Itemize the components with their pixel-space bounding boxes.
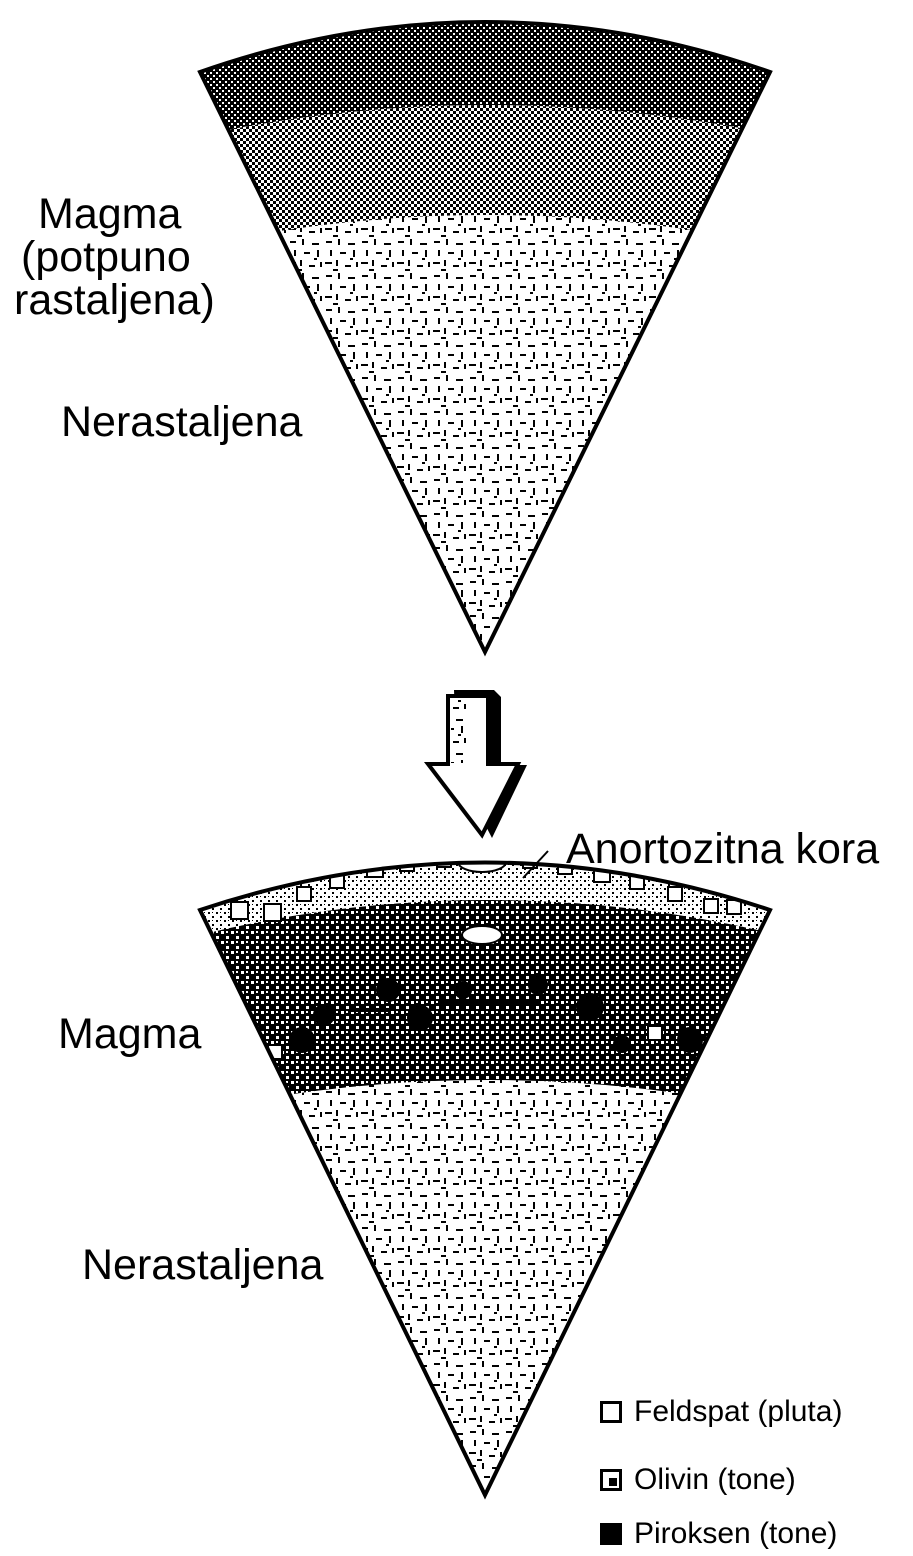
top-wedge xyxy=(180,0,800,660)
label-crust: Anortozitna kora xyxy=(566,828,879,871)
legend-item-feldspat: Feldspat (pluta) xyxy=(600,1397,842,1427)
legend-item-olivin: Olivin (tone) xyxy=(600,1465,796,1495)
label-bottom-unmelted: Nerastaljena xyxy=(82,1244,323,1287)
down-arrow-texture xyxy=(451,700,467,763)
dotted-square-icon xyxy=(600,1469,622,1491)
filled-square-icon xyxy=(600,1523,622,1545)
label-top-magma-1: Magma xyxy=(38,193,181,236)
legend-label: Olivin (tone) xyxy=(634,1465,796,1495)
legend-label: Piroksen (tone) xyxy=(634,1519,837,1549)
down-arrow xyxy=(428,690,527,838)
hollow-square-icon xyxy=(600,1401,622,1423)
label-top-magma-3: rastaljena) xyxy=(14,279,215,322)
label-top-magma-2: (potpuno xyxy=(21,236,191,279)
down-arrow-body xyxy=(428,696,518,835)
legend-item-piroksen: Piroksen (tone) xyxy=(600,1519,837,1549)
label-top-unmelted: Nerastaljena xyxy=(61,401,302,444)
label-bottom-magma: Magma xyxy=(58,1013,201,1056)
legend-label: Feldspat (pluta) xyxy=(634,1397,842,1427)
